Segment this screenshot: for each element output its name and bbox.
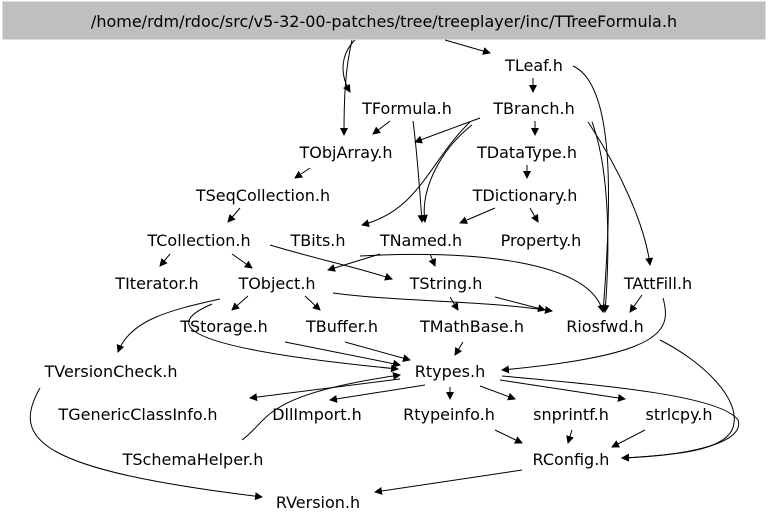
graph-nodes: TLeaf.h TFormula.h TBranch.h TObjArray.h… xyxy=(43,56,712,512)
node-tcollection[interactable]: TCollection.h xyxy=(146,231,250,250)
edge-ttreeformula-tformula xyxy=(342,39,356,93)
edge-rconfig-rversion xyxy=(374,469,523,495)
node-rversion[interactable]: RVersion.h xyxy=(276,493,360,512)
node-rconfig[interactable]: RConfig.h xyxy=(533,450,610,469)
edge-tdictionary-tnamed xyxy=(459,207,496,224)
edge-tstring-tmathbase xyxy=(449,296,459,311)
root-node-label: /home/rdm/rdoc/src/v5-32-00-patches/tree… xyxy=(91,12,677,31)
edge-ttreeformula-tobjarray xyxy=(340,39,353,136)
edge-tseqcollection-tcollection xyxy=(227,207,241,223)
node-tstorage[interactable]: TStorage.h xyxy=(179,317,268,336)
edge-riosfwd-rconfig xyxy=(621,339,735,462)
node-tbuffer[interactable]: TBuffer.h xyxy=(305,317,378,336)
edge-rtypes-rconfig xyxy=(501,375,740,462)
node-property[interactable]: Property.h xyxy=(501,231,582,250)
edge-tnamed-tobject xyxy=(327,253,381,272)
root-node-box xyxy=(2,1,766,40)
edge-rtypes-snprintf xyxy=(479,385,516,401)
node-tobject[interactable]: TObject.h xyxy=(237,274,315,293)
edge-tobject-tversioncheck xyxy=(116,298,221,353)
node-dllimport[interactable]: DllImport.h xyxy=(272,405,362,424)
edge-tcollection-titerator xyxy=(159,253,171,267)
node-strlcpy[interactable]: strlcpy.h xyxy=(646,405,713,424)
edge-tobject-tstorage xyxy=(231,295,249,311)
node-tdatatype[interactable]: TDataType.h xyxy=(476,143,577,162)
node-rtypes[interactable]: Rtypes.h xyxy=(415,362,485,381)
node-tversioncheck[interactable]: TVersionCheck.h xyxy=(43,362,177,381)
edge-tnamed-riosfwd xyxy=(359,253,606,313)
edge-tbranch-tbits xyxy=(361,121,471,228)
edge-tobject-tbuffer xyxy=(304,295,321,311)
edge-tbranch-tattfill xyxy=(587,121,654,266)
edge-tstring-riosfwd xyxy=(494,296,546,313)
edge-rtypes-strlcpy xyxy=(499,379,626,402)
node-riosfwd[interactable]: Riosfwd.h xyxy=(566,317,644,336)
node-tobjarray[interactable]: TObjArray.h xyxy=(298,143,392,162)
edge-tattfill-riosfwd xyxy=(629,294,643,313)
edge-tformula-tobjarray xyxy=(372,120,391,135)
node-ttreeformula[interactable]: /home/rdm/rdoc/src/v5-32-00-patches/tree… xyxy=(2,1,766,40)
edge-tmathbase-rtypes xyxy=(454,341,464,356)
edge-ttreeformula-tleaf xyxy=(444,39,491,55)
edge-tobjarray-tseqcollection xyxy=(294,167,311,179)
edge-tstorage-rtypes xyxy=(284,341,401,368)
edge-snprintf-rconfig xyxy=(566,429,574,444)
node-tnamed[interactable]: TNamed.h xyxy=(379,231,462,250)
edge-tbranch-riosfwd xyxy=(591,121,610,313)
node-tbranch[interactable]: TBranch.h xyxy=(492,99,574,118)
edge-tbranch-tobjarray xyxy=(414,117,481,144)
node-tstring[interactable]: TString.h xyxy=(409,274,483,293)
dependency-edges xyxy=(29,39,740,501)
node-tseqcollection[interactable]: TSeqCollection.h xyxy=(195,186,330,205)
node-tschemahelper[interactable]: TSchemaHelper.h xyxy=(122,450,264,469)
edge-rtypes-tgenericclassinfo xyxy=(249,378,401,402)
edge-rtypes-dllimport xyxy=(329,384,426,403)
edge-tnamed-tstring xyxy=(428,253,436,267)
node-tdictionary[interactable]: TDictionary.h xyxy=(472,186,578,205)
node-tattfill[interactable]: TAttFill.h xyxy=(623,274,692,293)
node-rtypeinfo[interactable]: Rtypeinfo.h xyxy=(403,405,495,424)
edge-tleaf-riosfwd xyxy=(572,65,610,313)
edge-tformula-tnamed xyxy=(412,120,426,223)
node-tbits[interactable]: TBits.h xyxy=(289,231,345,250)
edge-tcollection-tobject xyxy=(231,253,253,269)
edge-tattfill-rtypes xyxy=(501,297,666,374)
node-titerator[interactable]: TIterator.h xyxy=(114,274,198,293)
edge-rtypeinfo-rconfig xyxy=(494,429,523,444)
edge-tbuffer-rtypes xyxy=(344,341,411,362)
edge-strlcpy-rconfig xyxy=(611,429,646,448)
edge-tbranch-tnamed xyxy=(419,124,473,223)
node-snprintf[interactable]: snprintf.h xyxy=(533,405,609,424)
edge-tversioncheck-rversion xyxy=(29,387,263,501)
node-tleaf[interactable]: TLeaf.h xyxy=(504,56,563,75)
node-tformula[interactable]: TFormula.h xyxy=(361,99,452,118)
edge-tschemahelper-rtypes xyxy=(241,372,401,441)
edge-tcollection-tstring xyxy=(269,244,393,281)
node-tmathbase[interactable]: TMathBase.h xyxy=(419,317,524,336)
edge-tdictionary-property xyxy=(529,207,539,223)
edge-tobject-riosfwd xyxy=(332,292,553,314)
node-tgenericclassinfo[interactable]: TGenericClassInfo.h xyxy=(57,405,217,424)
edge-tobject-rtypes xyxy=(188,303,399,373)
